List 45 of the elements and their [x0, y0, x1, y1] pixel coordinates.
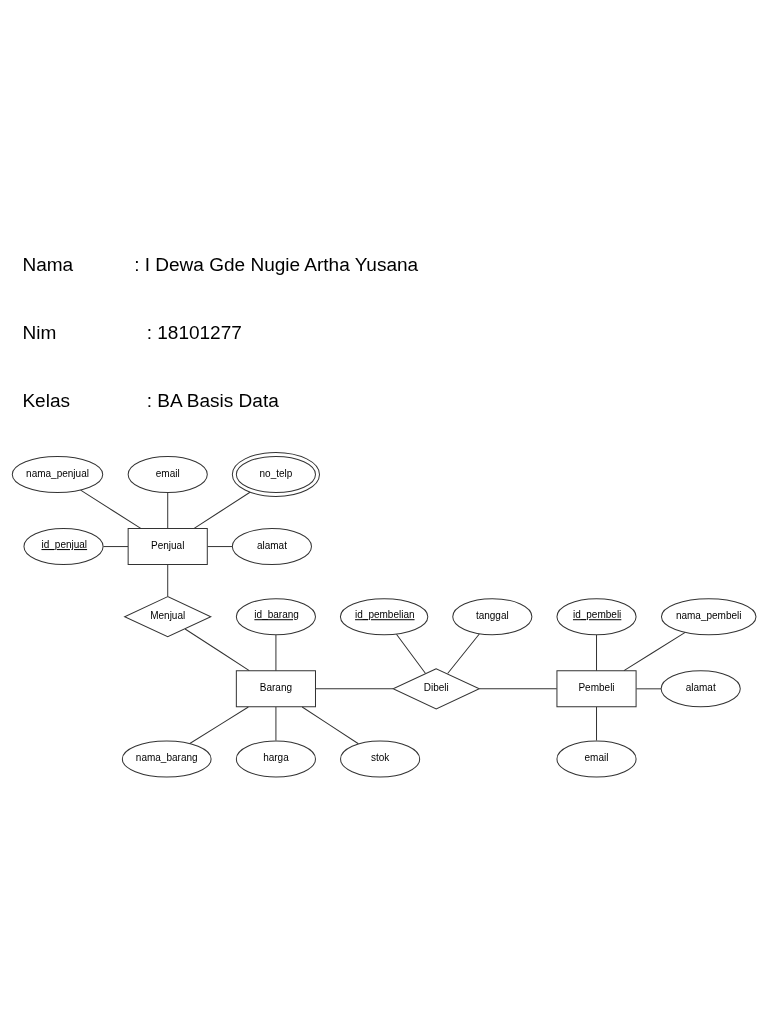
- node-ellipse: harga: [235, 739, 316, 777]
- node-box: Barang: [235, 669, 316, 707]
- node-ellipse: alamat: [660, 669, 741, 707]
- node-diamond: Menjual: [124, 595, 212, 637]
- connector: [167, 563, 169, 597]
- connector: [275, 706, 277, 741]
- connector: [207, 545, 233, 547]
- label: : BA Basis Data: [146, 389, 279, 411]
- connector: [184, 627, 250, 671]
- node-ellipse: nama_penjual: [11, 455, 104, 493]
- node-ellipse: email: [556, 739, 637, 777]
- connector: [635, 687, 662, 689]
- connector: [447, 632, 480, 674]
- node-ellipse: id_pembelian: [339, 597, 429, 635]
- node-ellipse: id_pembeli: [556, 597, 637, 635]
- connector: [623, 631, 686, 671]
- connector: [301, 706, 359, 744]
- connector: [596, 634, 597, 671]
- node-ellipse: tanggal: [452, 597, 533, 635]
- connector: [80, 489, 142, 529]
- node-ellipse: id_penjual: [23, 527, 104, 565]
- node-ellipse: stok: [340, 739, 421, 777]
- connector: [102, 545, 129, 547]
- connector: [395, 633, 426, 674]
- label: : 18101277: [146, 321, 242, 343]
- node-ellipse: no_telp: [231, 451, 320, 497]
- node-box: Penjual: [127, 527, 208, 565]
- label: Nim: [22, 321, 57, 343]
- connector: [189, 706, 249, 744]
- label: Nama: [22, 253, 74, 275]
- connector: [315, 687, 394, 689]
- connector: [596, 706, 597, 741]
- connector: [478, 687, 558, 689]
- node-diamond: Dibeli: [392, 667, 480, 709]
- node-box: Pembeli: [556, 669, 637, 707]
- connector: [275, 634, 277, 671]
- label: Kelas: [22, 389, 71, 411]
- node-ellipse: nama_barang: [121, 739, 212, 777]
- node-ellipse: id_barang: [235, 597, 316, 635]
- connector: [193, 491, 251, 529]
- connector: [167, 491, 169, 529]
- node-ellipse: email: [127, 455, 208, 493]
- node-ellipse: nama_pembeli: [660, 597, 757, 635]
- label: : I Dewa Gde Nugie Artha Yusana: [134, 253, 419, 275]
- node-ellipse: alamat: [231, 527, 312, 565]
